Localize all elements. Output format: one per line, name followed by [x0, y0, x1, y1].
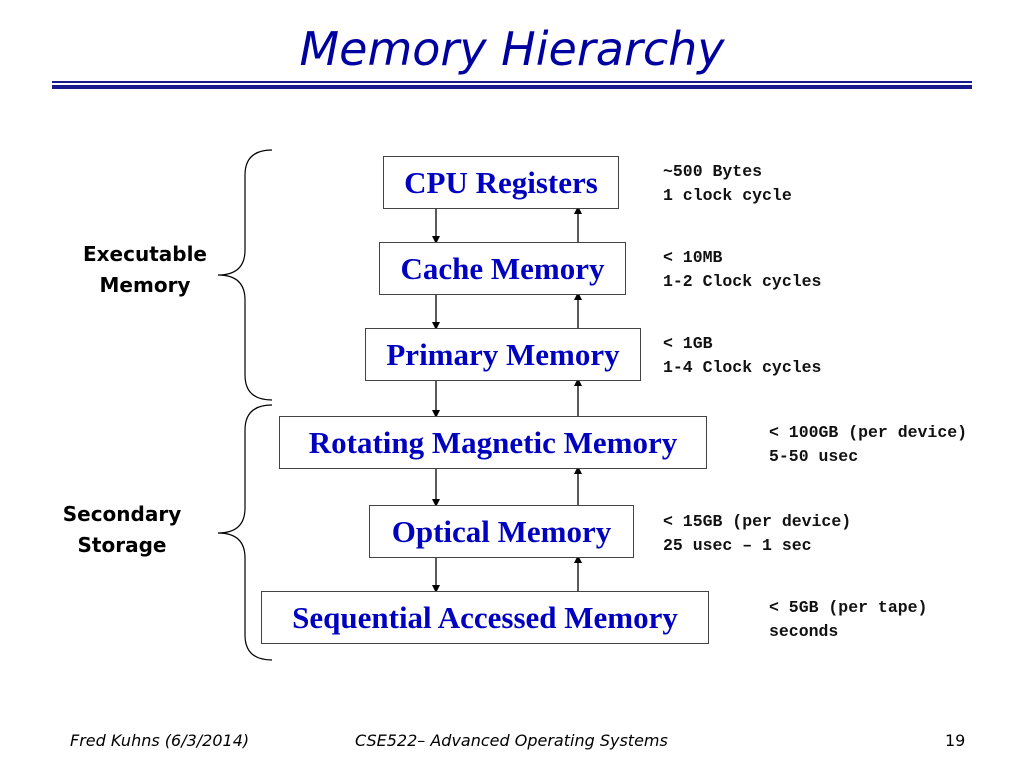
- brace-secondary: [217, 404, 273, 661]
- spec-size: < 10MB: [663, 248, 723, 267]
- level-primary-memory: Primary Memory: [365, 328, 641, 381]
- group-line: Executable: [82, 242, 207, 266]
- footer-page-number: 19: [945, 731, 966, 750]
- spec-size: < 100GB (per device): [769, 423, 968, 442]
- spec-speed: 1 clock cycle: [663, 186, 792, 205]
- slide-title: Memory Hierarchy: [299, 22, 725, 76]
- level-sequential-accessed-memory: Sequential Accessed Memory: [261, 591, 709, 644]
- level-cache-memory: Cache Memory: [379, 242, 626, 295]
- spec-primary-memory: < 1GB 1-4 Clock cycles: [663, 332, 821, 380]
- group-line: Storage: [77, 533, 167, 557]
- spec-speed: seconds: [769, 622, 839, 641]
- group-line: Secondary: [62, 502, 182, 526]
- spec-size: < 5GB (per tape): [769, 598, 928, 617]
- spec-sequential-accessed-memory: < 5GB (per tape) seconds: [769, 596, 927, 644]
- level-cpu-registers: CPU Registers: [383, 156, 619, 209]
- level-rotating-magnetic-memory: Rotating Magnetic Memory: [279, 416, 707, 469]
- spec-cpu-registers: ~500 Bytes 1 clock cycle: [663, 160, 792, 208]
- title-rule-thin: [52, 81, 972, 83]
- footer-course: CSE522– Advanced Operating Systems: [355, 731, 668, 750]
- group-line: Memory: [99, 273, 191, 297]
- footer-author: Fred Kuhns (6/3/2014): [70, 731, 250, 750]
- spec-rotating-magnetic-memory: < 100GB (per device) 5-50 usec: [769, 421, 967, 469]
- spec-optical-memory: < 15GB (per device) 25 usec – 1 sec: [663, 510, 851, 558]
- brace-executable: [217, 149, 273, 401]
- spec-size: ~500 Bytes: [663, 162, 763, 181]
- spec-cache-memory: < 10MB 1-2 Clock cycles: [663, 246, 821, 294]
- spec-size: < 15GB (per device): [663, 512, 852, 531]
- spec-speed: 1-2 Clock cycles: [663, 272, 822, 291]
- level-optical-memory: Optical Memory: [369, 505, 634, 558]
- spec-speed: 1-4 Clock cycles: [663, 358, 822, 377]
- spec-speed: 25 usec – 1 sec: [663, 536, 812, 555]
- spec-speed: 5-50 usec: [769, 447, 859, 466]
- title-rule-thick: [52, 85, 972, 89]
- spec-size: < 1GB: [663, 334, 713, 353]
